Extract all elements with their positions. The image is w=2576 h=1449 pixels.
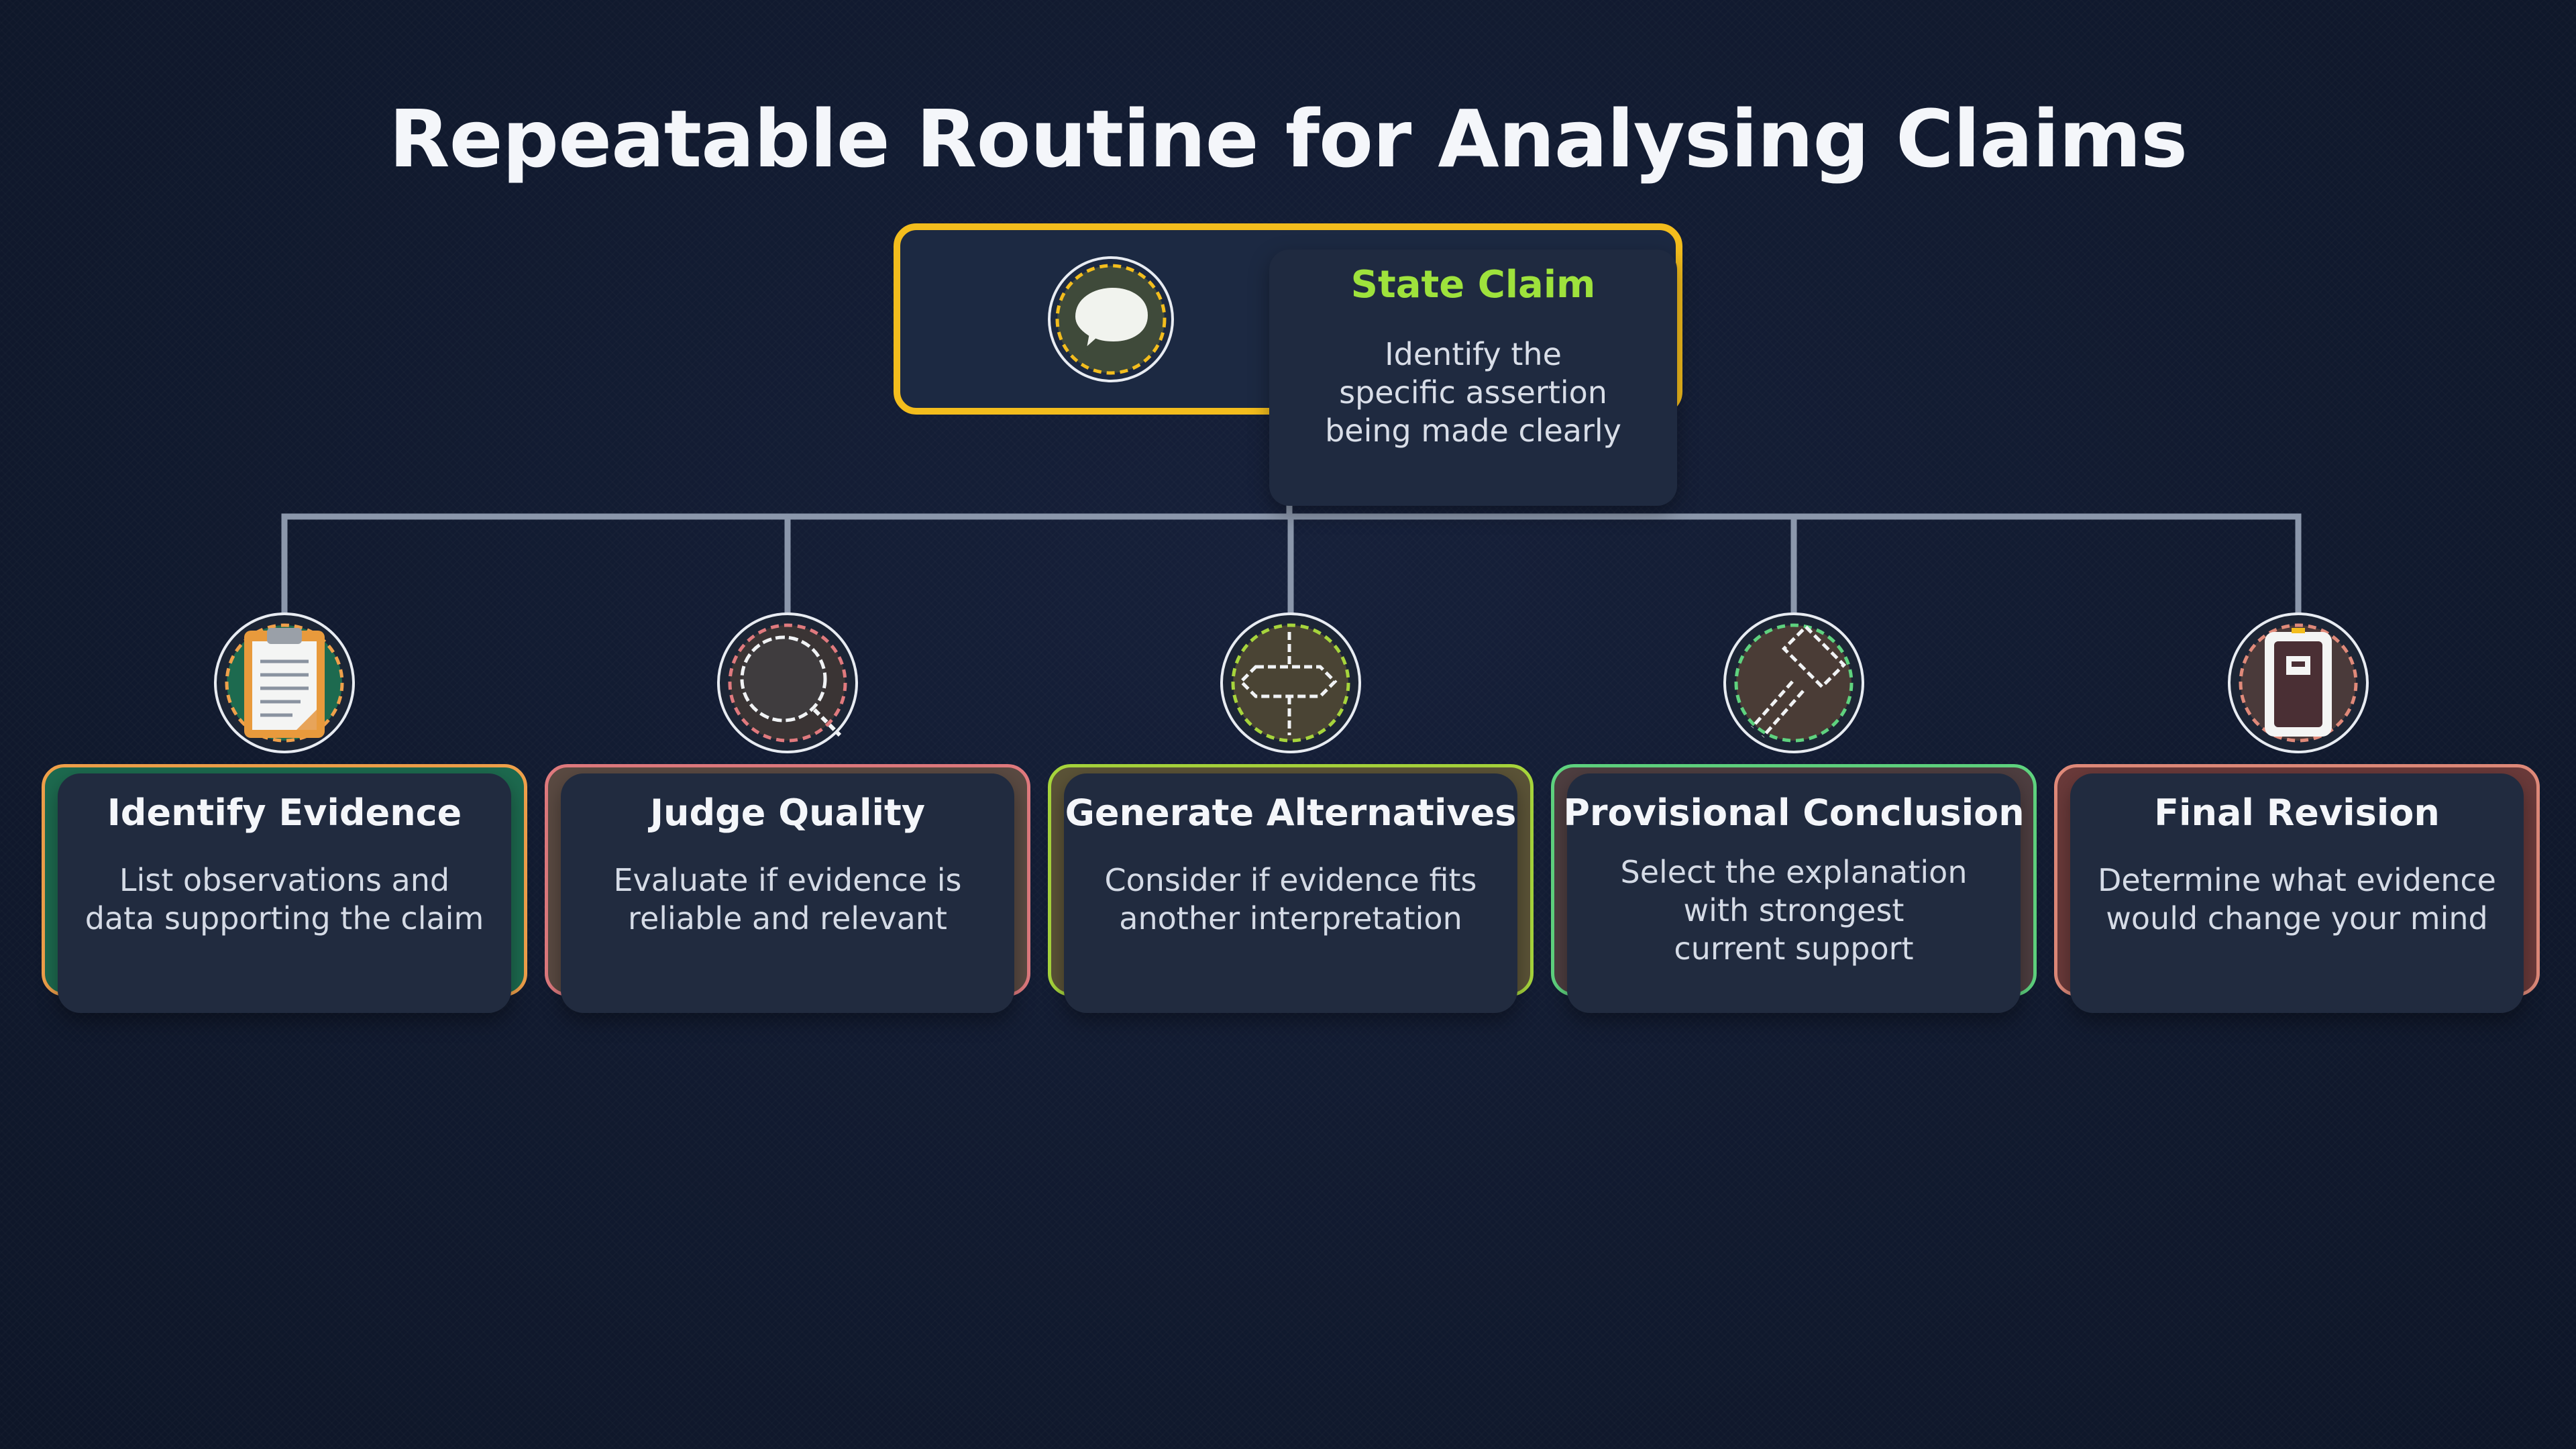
step-title: Judge Quality bbox=[649, 792, 926, 834]
step-description: List observations and data supporting th… bbox=[85, 862, 484, 936]
step-description: Evaluate if evidence is reliable and rel… bbox=[613, 862, 962, 936]
step-title: Identify Evidence bbox=[107, 792, 462, 834]
step-description: Determine what evidence would change you… bbox=[2097, 862, 2496, 936]
root-description: Identify the specific assertion being ma… bbox=[1325, 336, 1621, 449]
step-title: Final Revision bbox=[2154, 792, 2440, 834]
step-title: Provisional Conclusion bbox=[1563, 792, 2025, 834]
root-title: State Claim bbox=[1350, 263, 1596, 307]
root-card-panel bbox=[1269, 250, 1677, 506]
clipboard-icon bbox=[214, 612, 355, 753]
step-card-panel bbox=[1064, 773, 1517, 1013]
step-card-panel bbox=[1567, 773, 2021, 1013]
gavel-icon bbox=[1723, 612, 1864, 753]
signpost-icon bbox=[1220, 612, 1361, 753]
step-description: Select the explanation with strongest cu… bbox=[1620, 854, 1968, 967]
step-title: Generate Alternatives bbox=[1065, 792, 1517, 834]
magnifying-glass-icon bbox=[717, 612, 858, 753]
page-title: Repeatable Routine for Analysing Claims bbox=[388, 93, 2188, 185]
step-description: Consider if evidence fits another interp… bbox=[1104, 862, 1477, 936]
speech-bubble-icon bbox=[1048, 256, 1174, 382]
step-card-panel bbox=[58, 773, 511, 1013]
book-icon bbox=[2228, 612, 2369, 753]
step-card-panel bbox=[561, 773, 1014, 1013]
step-card-panel bbox=[2070, 773, 2524, 1013]
